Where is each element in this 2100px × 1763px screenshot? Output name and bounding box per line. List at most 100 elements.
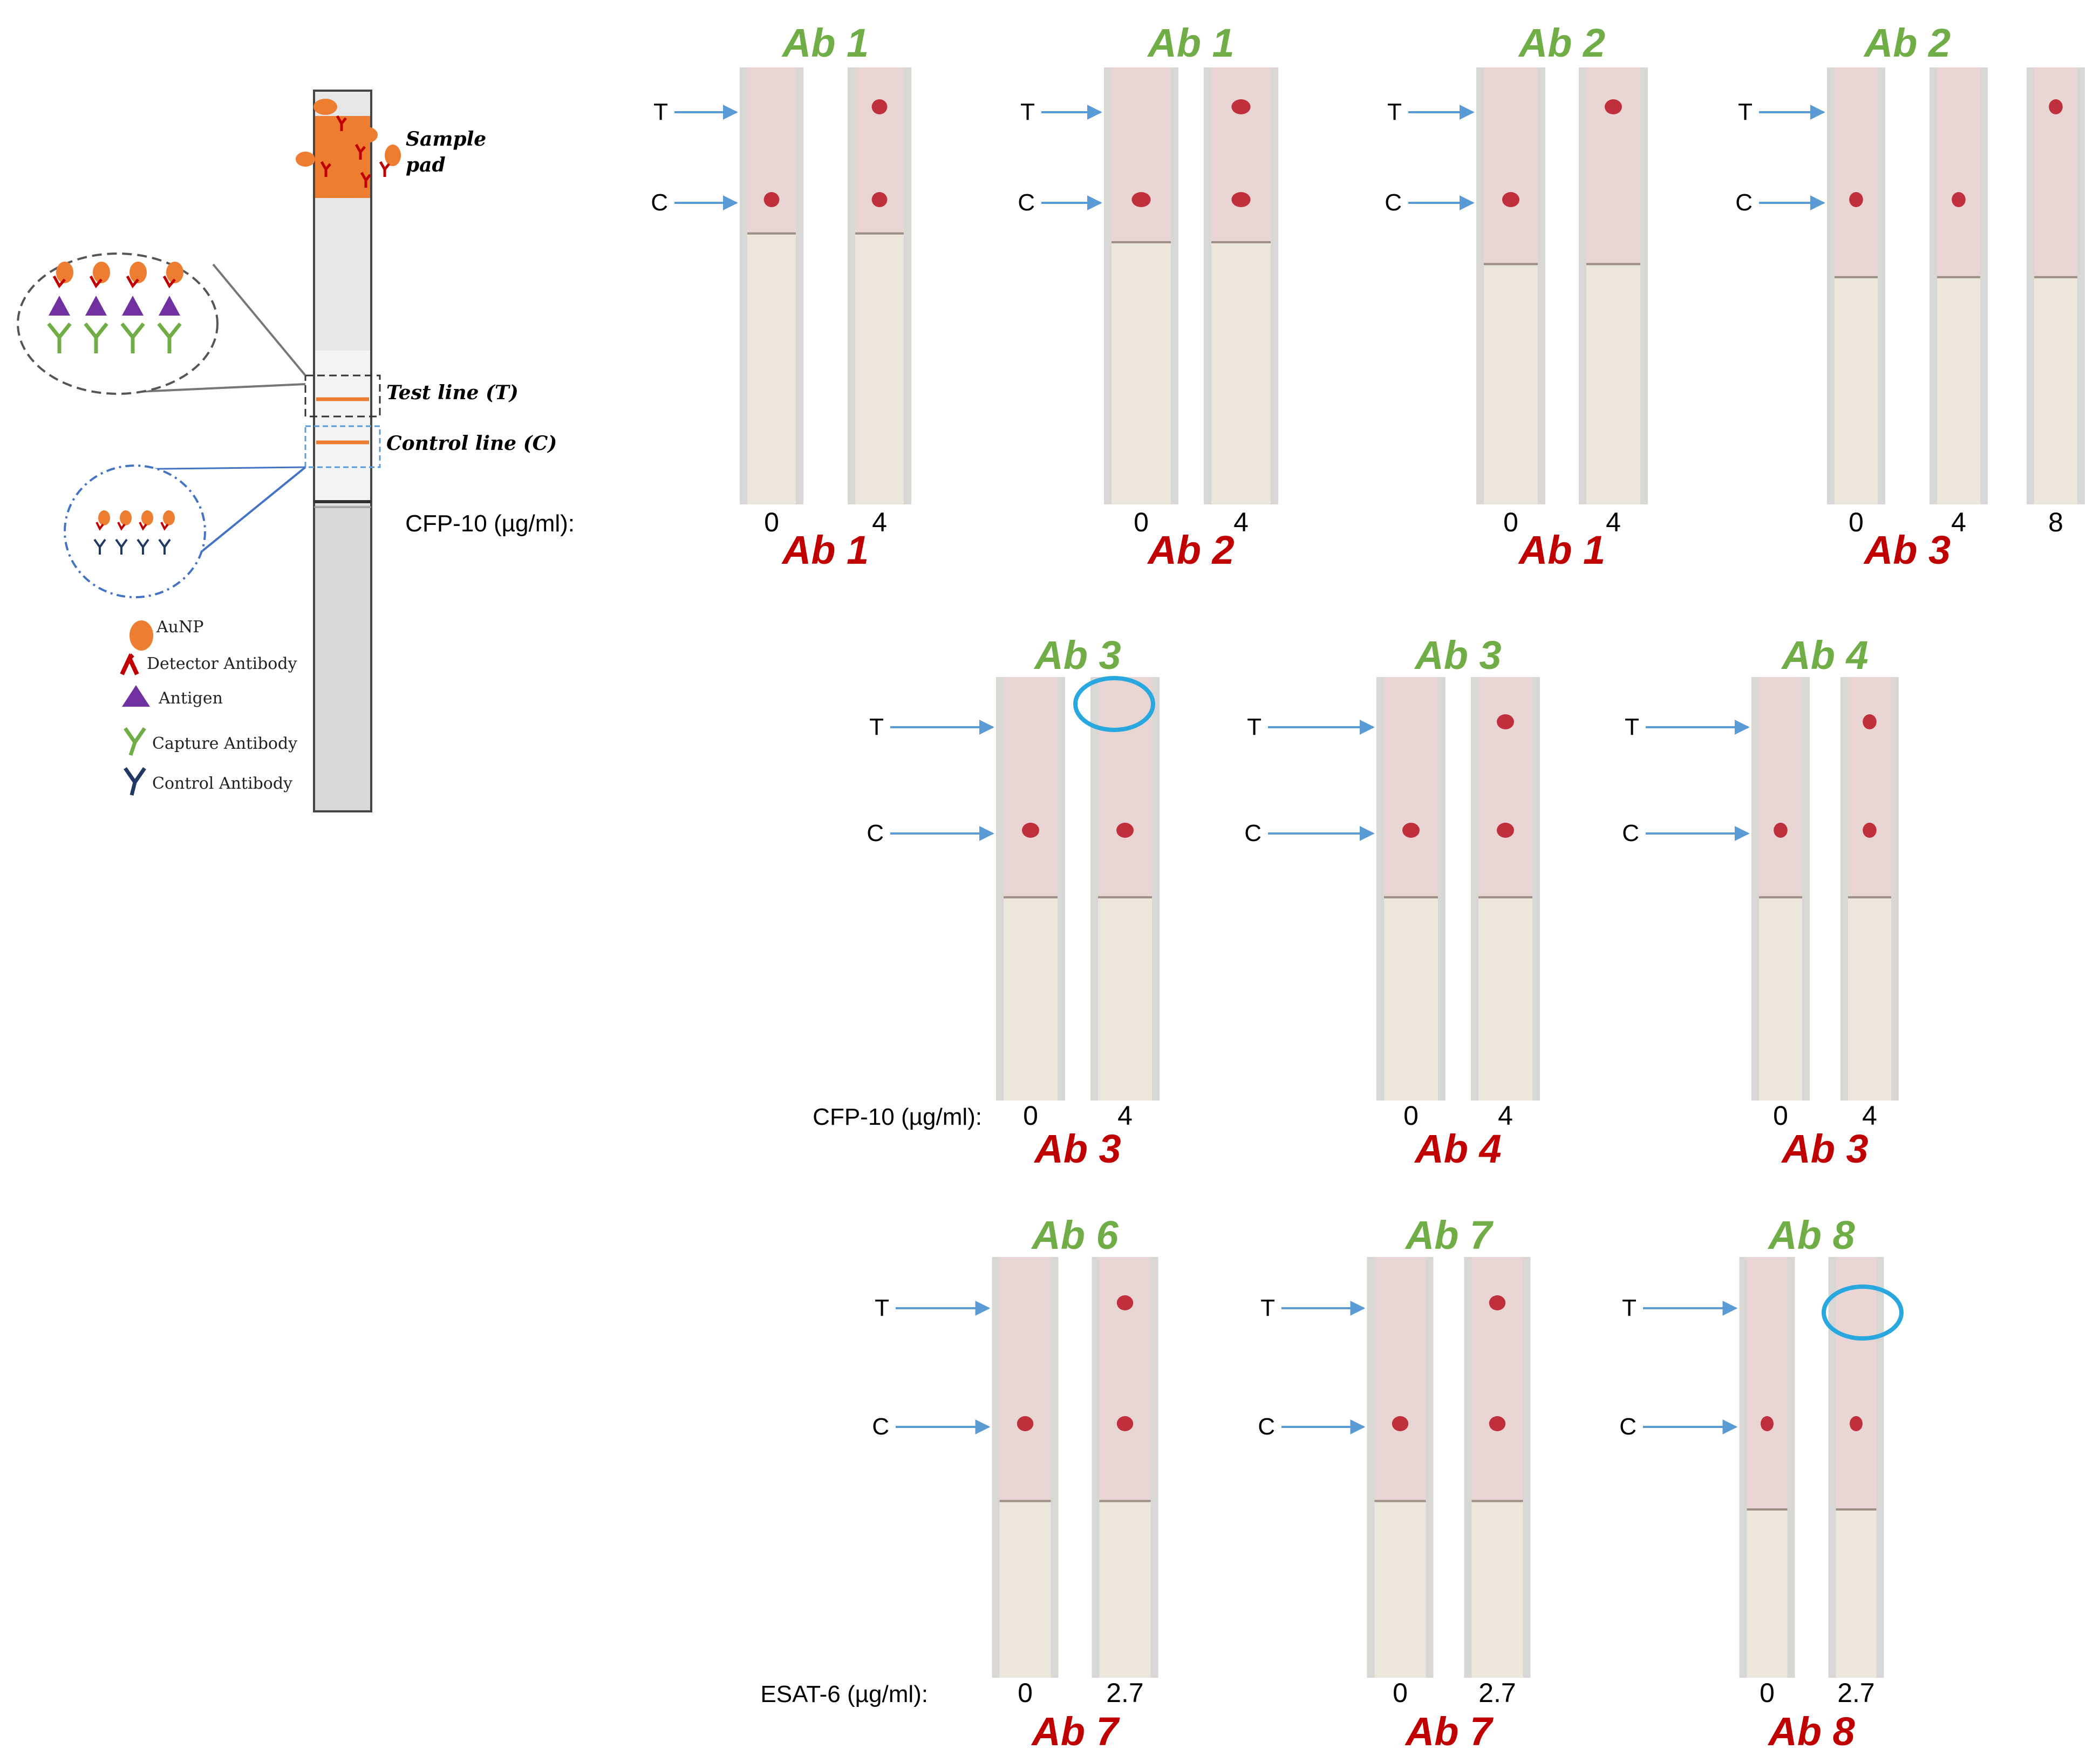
strip-membrane — [1478, 677, 1532, 898]
lfa-schematic: Sample pad Test line (T) Control line (C… — [17, 90, 557, 812]
strip-membrane — [855, 67, 904, 234]
concentration-tick: 0 — [764, 507, 779, 537]
aunp-legend-icon — [129, 620, 153, 651]
strip-absorbent-pad — [1484, 264, 1538, 504]
strip-membrane — [1836, 1257, 1877, 1509]
concentration-tick: 4 — [1498, 1101, 1513, 1131]
control-line-spot — [1022, 823, 1039, 838]
test-line-marker: T — [869, 714, 884, 740]
test-line-marker: T — [1622, 1295, 1637, 1321]
sample-pad-label: Sample pad — [406, 128, 493, 176]
control-line-marker: C — [1622, 820, 1639, 846]
concentration-tick: 2.7 — [1478, 1678, 1516, 1708]
strip-membrane — [1471, 1257, 1523, 1501]
strip-absorbent-pad — [1836, 1509, 1877, 1678]
control-line-label: Control line (C) — [386, 432, 557, 455]
test-line-spot — [1863, 714, 1877, 729]
top-antibody-label: Ab 7 — [1404, 1213, 1494, 1258]
zoom-connector — [212, 263, 306, 377]
strip-absorbent-pad — [1937, 277, 1980, 504]
test-line-spot — [1116, 1295, 1134, 1310]
bottom-antibody-label: Ab 3 — [1863, 528, 1951, 572]
strip-absorbent-pad — [1384, 897, 1438, 1101]
test-line-marker: T — [1738, 99, 1753, 125]
concentration-tick: 4 — [1862, 1101, 1877, 1131]
test-strip: 4 — [1579, 67, 1648, 537]
control-line-marker: C — [1619, 1413, 1637, 1440]
control-line-marker: C — [1018, 189, 1035, 216]
strip-membrane — [747, 67, 796, 234]
control-line-spot — [871, 192, 888, 207]
concentration-tick: 0 — [1023, 1101, 1038, 1131]
strip-absorbent-pad — [1478, 897, 1532, 1101]
top-antibody-label: Ab 2 — [1518, 20, 1605, 65]
concentration-tick: 4 — [1117, 1101, 1133, 1131]
control-line-spot — [1952, 192, 1966, 207]
test-strip: 0 — [1739, 1257, 1795, 1708]
test-line-marker: T — [1260, 1295, 1275, 1321]
strip-absorbent-pad — [855, 233, 904, 504]
control-line-spot — [1761, 1416, 1774, 1431]
legend-antigen: Antigen — [158, 689, 223, 708]
bottom-antibody-label: Ab 2 — [1147, 528, 1234, 572]
test-line-marker: T — [1625, 714, 1639, 740]
capture-antibody-legend-icon — [124, 727, 146, 756]
strip-absorbent-pad — [1099, 1501, 1151, 1678]
top-antibody-label: Ab 8 — [1767, 1213, 1855, 1258]
faint-test-line-highlight — [1073, 676, 1155, 732]
concentration-axis-label: CFP-10 (µg/ml): — [813, 1104, 982, 1130]
test-line-spot — [2049, 99, 2063, 114]
aunp-detector-particles — [296, 99, 401, 188]
control-complexes — [93, 510, 175, 555]
strip-absorbent-pad — [1835, 277, 1878, 504]
strip-membrane — [1384, 677, 1438, 898]
top-antibody-label: Ab 4 — [1781, 633, 1868, 678]
strip-membrane — [1484, 67, 1538, 264]
control-line-marker: C — [651, 189, 668, 216]
control-line-marker: C — [1735, 189, 1753, 216]
control-line-spot — [1850, 1416, 1863, 1431]
strip-membrane — [2034, 67, 2077, 277]
test-strip: 4 — [1929, 67, 1988, 537]
control-line-spot — [1774, 823, 1788, 838]
top-antibody-label: Ab 2 — [1863, 20, 1951, 65]
top-antibody-label: Ab 6 — [1031, 1213, 1119, 1258]
test-strip: 8 — [2027, 67, 2085, 537]
control-line-spot — [1231, 192, 1251, 207]
test-line-marker: T — [1387, 99, 1402, 125]
top-antibody-label: Ab 3 — [1033, 633, 1121, 678]
faint-test-line-highlight — [1822, 1284, 1904, 1341]
control-line-spot — [1116, 823, 1134, 838]
strip-membrane — [1848, 677, 1891, 898]
control-line-marker: C — [1244, 820, 1262, 846]
strip-membrane — [999, 1257, 1051, 1501]
bottom-antibody-label: Ab 4 — [1414, 1126, 1501, 1171]
control-antibody-legend-icon — [124, 767, 146, 796]
control-line-spot — [1863, 823, 1877, 838]
control-line-marker: C — [1258, 1413, 1275, 1440]
strip-panel: Ab 2 Ab 3 T C 0 4 8 — [1735, 20, 2085, 572]
concentration-tick: 4 — [1951, 507, 1966, 537]
control-line-marker: C — [872, 1413, 889, 1440]
legend-capture-antibody: Capture Antibody — [152, 734, 297, 753]
concentration-tick: 0 — [1134, 507, 1149, 537]
test-strip: 0 — [1751, 677, 1810, 1131]
bottom-antibody-label: Ab 1 — [1518, 528, 1605, 572]
concentration-tick: 4 — [1606, 507, 1621, 537]
strip-absorbent-pad — [1004, 897, 1058, 1101]
test-strip: 0 — [996, 677, 1065, 1131]
test-strip: 0 — [740, 67, 803, 537]
bottom-antibody-label: Ab 8 — [1767, 1709, 1855, 1754]
test-strip: 4 — [1204, 67, 1278, 537]
test-strip: 0 — [1827, 67, 1885, 537]
strip-membrane — [1586, 67, 1640, 264]
concentration-tick: 0 — [1760, 1678, 1775, 1708]
legend: AuNP Detector Antibody Antigen Capture A… — [120, 618, 297, 796]
